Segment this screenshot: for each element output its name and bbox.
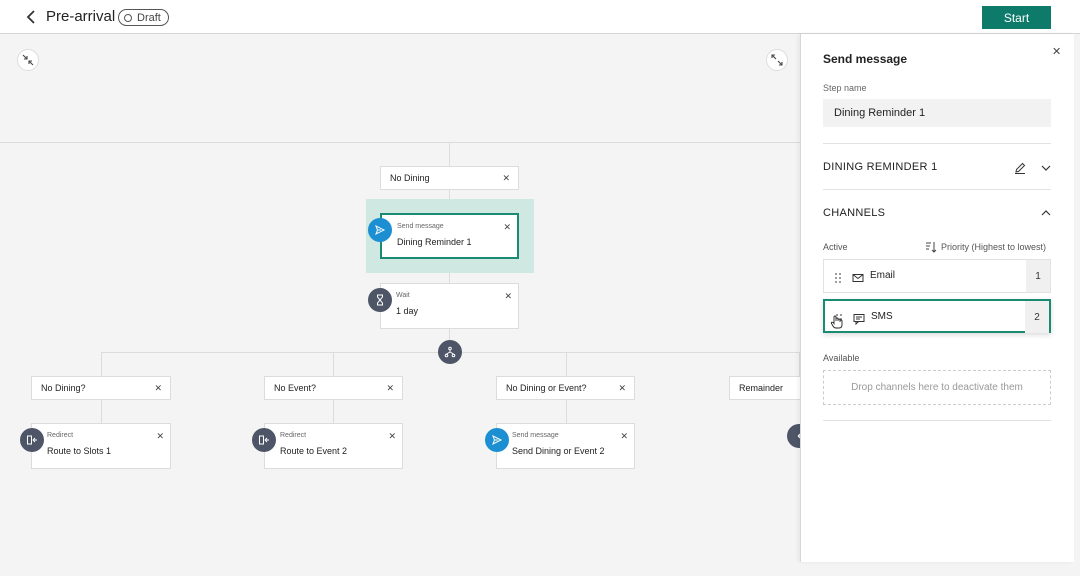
step-kind: Send message bbox=[397, 223, 444, 230]
connector-line bbox=[799, 352, 800, 376]
dropzone-text: Drop channels here to deactivate them bbox=[851, 382, 1023, 393]
split-icon[interactable] bbox=[438, 340, 462, 364]
branch-label: No Dining or Event? bbox=[506, 383, 587, 393]
top-bar: Pre-arrival Draft Start bbox=[0, 0, 1080, 34]
sort-icon bbox=[925, 240, 937, 253]
chevron-down-icon[interactable] bbox=[1039, 161, 1053, 175]
send-message-step[interactable]: Send message Send Dining or Event 2 ✕ bbox=[496, 423, 635, 469]
channel-name: SMS bbox=[871, 311, 893, 322]
branch-label: No Dining? bbox=[41, 383, 86, 393]
draft-status-icon bbox=[124, 13, 132, 22]
send-message-step[interactable]: Send message Dining Reminder 1 ✕ bbox=[380, 213, 519, 259]
step-kind: Redirect bbox=[47, 432, 74, 439]
page-title: Pre-arrival bbox=[46, 8, 116, 25]
step-kind: Redirect bbox=[280, 432, 307, 439]
expand-icon[interactable] bbox=[766, 49, 788, 71]
hand-cursor-icon bbox=[830, 314, 844, 330]
redirect-step[interactable]: Redirect Route to Slots 1 ✕ bbox=[31, 423, 171, 469]
step-details-panel: Send message ✕ Step name DINING REMINDER… bbox=[800, 34, 1074, 562]
step-kind: Send message bbox=[512, 432, 559, 439]
close-icon[interactable]: ✕ bbox=[156, 431, 164, 441]
back-icon[interactable] bbox=[24, 8, 40, 26]
step-name: Dining Reminder 1 bbox=[397, 237, 472, 247]
redirect-step[interactable]: Redirect Route to Event 2 ✕ bbox=[264, 423, 403, 469]
redirect-icon bbox=[252, 428, 276, 452]
close-icon[interactable]: ✕ bbox=[503, 222, 511, 232]
close-icon[interactable]: ✕ bbox=[502, 173, 510, 183]
channels-section-title[interactable]: CHANNELS bbox=[823, 207, 886, 219]
channel-priority: 1 bbox=[1026, 260, 1050, 292]
close-icon[interactable]: ✕ bbox=[1052, 46, 1062, 58]
step-name: Route to Event 2 bbox=[280, 446, 348, 456]
divider bbox=[823, 420, 1051, 421]
step-kind: Wait bbox=[396, 292, 410, 299]
redirect-icon bbox=[787, 424, 800, 448]
branch-label-node[interactable]: No Dining? ✕ bbox=[31, 376, 171, 400]
step-name-label: Step name bbox=[823, 83, 867, 93]
drag-handle-icon[interactable] bbox=[833, 271, 843, 283]
channel-row-email[interactable]: Email 1 bbox=[823, 259, 1051, 293]
sms-icon bbox=[853, 312, 865, 326]
divider bbox=[823, 189, 1051, 190]
branch-label-node[interactable]: Remainder bbox=[729, 376, 800, 400]
flow-canvas[interactable]: No Dining ✕ Send message Dining Reminder… bbox=[0, 34, 800, 576]
status-badge-label: Draft bbox=[137, 11, 161, 24]
step-name: Send Dining or Event 2 bbox=[512, 446, 605, 456]
close-icon[interactable]: ✕ bbox=[504, 291, 512, 301]
message-section-title[interactable]: DINING REMINDER 1 bbox=[823, 161, 938, 173]
status-badge: Draft bbox=[118, 9, 169, 26]
close-icon[interactable]: ✕ bbox=[386, 383, 394, 393]
close-icon[interactable]: ✕ bbox=[388, 431, 396, 441]
channel-name: Email bbox=[870, 270, 896, 281]
channel-row-sms[interactable]: SMS 2 bbox=[823, 299, 1051, 333]
send-icon bbox=[368, 218, 392, 242]
step-name: Route to Slots 1 bbox=[47, 446, 112, 456]
step-name: 1 day bbox=[396, 306, 419, 316]
close-icon[interactable]: ✕ bbox=[620, 431, 628, 441]
collapse-icon[interactable] bbox=[17, 49, 39, 71]
branch-label-node[interactable]: No Dining ✕ bbox=[380, 166, 519, 190]
branch-label: No Event? bbox=[274, 383, 317, 393]
send-icon bbox=[485, 428, 509, 452]
active-label: Active bbox=[823, 242, 848, 252]
channel-dropzone[interactable]: Drop channels here to deactivate them bbox=[823, 370, 1051, 405]
section-divider bbox=[0, 142, 800, 143]
step-name-input[interactable] bbox=[823, 99, 1051, 127]
close-icon[interactable]: ✕ bbox=[618, 383, 626, 393]
branch-label: Remainder bbox=[739, 383, 784, 393]
chevron-up-icon[interactable] bbox=[1039, 206, 1053, 220]
close-icon[interactable]: ✕ bbox=[154, 383, 162, 393]
divider bbox=[823, 143, 1051, 144]
email-icon bbox=[852, 271, 864, 283]
branch-label-node[interactable]: No Dining or Event? ✕ bbox=[496, 376, 635, 400]
panel-title: Send message bbox=[823, 52, 908, 66]
branch-label-node[interactable]: No Event? ✕ bbox=[264, 376, 403, 400]
branch-label: No Dining bbox=[390, 173, 430, 183]
wait-step[interactable]: Wait 1 day ✕ bbox=[380, 283, 519, 329]
hourglass-icon bbox=[368, 288, 392, 312]
start-button[interactable]: Start bbox=[982, 6, 1051, 29]
redirect-icon bbox=[20, 428, 44, 452]
priority-label: Priority (Highest to lowest) bbox=[941, 242, 1047, 252]
edit-icon[interactable] bbox=[1013, 161, 1027, 175]
channel-priority: 2 bbox=[1025, 301, 1049, 333]
available-label: Available bbox=[823, 353, 860, 363]
